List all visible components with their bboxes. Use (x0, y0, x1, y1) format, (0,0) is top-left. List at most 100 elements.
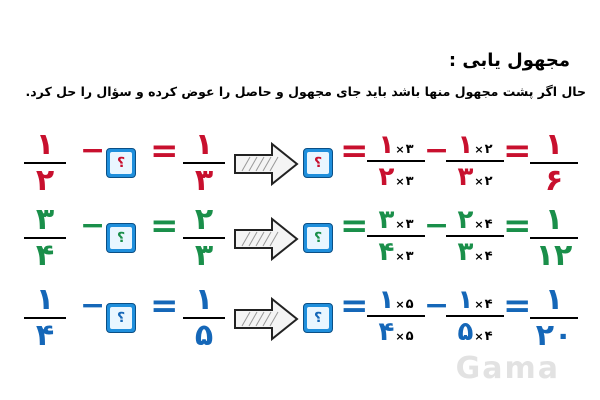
denominator-value: ۳ (457, 162, 474, 192)
equals-sign: = (340, 286, 369, 326)
question-mark: ؟ (307, 307, 329, 329)
multiplier: ۵ (405, 297, 414, 312)
denominator: ۳ (194, 238, 214, 273)
fraction-bar (446, 235, 504, 237)
numerator: ۱×۳ (367, 132, 425, 158)
fraction-bar (367, 235, 425, 237)
question-mark: ؟ (307, 152, 329, 174)
numerator: ۳×۳ (367, 207, 425, 233)
fraction-bar (530, 162, 578, 164)
numerator: ۱×۲ (446, 132, 504, 158)
multiplier: ۲ (484, 174, 493, 189)
numerator: ۲×۴ (446, 207, 504, 233)
denominator-value: ۴ (378, 317, 395, 347)
numerator: ۲ (194, 202, 214, 237)
multiplier: ۴ (484, 249, 493, 264)
numerator-value: ۱ (457, 285, 474, 315)
fraction-bar (24, 162, 66, 164)
denominator: ۴×۵ (367, 319, 425, 345)
denominator-value: ۵ (457, 317, 474, 347)
denominator: ۲ (35, 163, 55, 198)
equals-sign: = (150, 286, 179, 326)
denominator: ۴ (35, 318, 55, 353)
minus-sign: − (424, 208, 450, 243)
minus-sign: − (80, 208, 106, 243)
denominator: ۵ (194, 318, 214, 353)
denominator: ۴×۳ (367, 239, 425, 265)
unknown-box: ؟ (106, 303, 136, 333)
denominator: ۳×۲ (446, 164, 504, 190)
equals-sign: = (340, 206, 369, 246)
fraction-bar (530, 317, 578, 319)
multiplier: ۴ (484, 329, 493, 344)
arrow-right-icon (234, 296, 299, 342)
numerator: ۱ (544, 282, 564, 317)
numerator: ۱ (544, 127, 564, 162)
equals-sign: = (150, 206, 179, 246)
numerator: ۱ (35, 127, 55, 162)
question-mark: ؟ (307, 227, 329, 249)
minus-sign: − (80, 288, 106, 323)
numerator: ۱×۴ (446, 287, 504, 313)
fraction-bar (183, 317, 225, 319)
expanded-fraction-b: ۱×۲ ۳×۲ (446, 132, 504, 190)
denominator: ۶ (544, 163, 564, 198)
equals-sign: = (503, 131, 532, 171)
multiplier: ۳ (405, 249, 414, 264)
fraction-bar (530, 237, 578, 239)
times-sign: × (395, 330, 405, 343)
fraction-bar (183, 162, 225, 164)
fraction-bar (446, 315, 504, 317)
numerator: ۱×۵ (367, 287, 425, 313)
fraction-bar (24, 317, 66, 319)
instruction-text: حال اگر پشت مجهول منها باشد باید جای مجه… (25, 84, 586, 99)
multiplier: ۳ (405, 174, 414, 189)
times-sign: × (474, 250, 484, 263)
fraction-bar (367, 315, 425, 317)
equals-sign: = (503, 206, 532, 246)
numerator: ۳ (35, 202, 55, 237)
multiplier: ۴ (484, 217, 493, 232)
minus-sign: − (424, 133, 450, 168)
minus-sign: − (424, 288, 450, 323)
expanded-fraction-a: ۳×۳ ۴×۳ (367, 207, 425, 265)
equals-sign: = (150, 131, 179, 171)
page-title: مجهول یابی : (448, 50, 570, 71)
denominator: ۱۲ (535, 238, 573, 273)
equals-sign: = (503, 286, 532, 326)
unknown-box: ؟ (303, 303, 333, 333)
watermark-logo: Gama (455, 351, 560, 386)
fraction-bar (367, 160, 425, 162)
numerator-value: ۱ (378, 130, 395, 160)
denominator-value: ۳ (457, 237, 474, 267)
question-mark: ؟ (110, 307, 132, 329)
times-sign: × (474, 330, 484, 343)
minus-sign: − (80, 133, 106, 168)
times-sign: × (395, 175, 405, 188)
times-sign: × (395, 218, 405, 231)
times-sign: × (395, 250, 405, 263)
multiplier: ۳ (405, 142, 414, 157)
equals-sign: = (340, 131, 369, 171)
denominator-value: ۲ (378, 162, 395, 192)
numerator: ۱ (194, 127, 214, 162)
question-mark: ؟ (110, 227, 132, 249)
denominator: ۵×۴ (446, 319, 504, 345)
denominator: ۴ (35, 238, 55, 273)
times-sign: × (474, 298, 484, 311)
fraction-bar (446, 160, 504, 162)
times-sign: × (474, 175, 484, 188)
multiplier: ۴ (484, 297, 493, 312)
